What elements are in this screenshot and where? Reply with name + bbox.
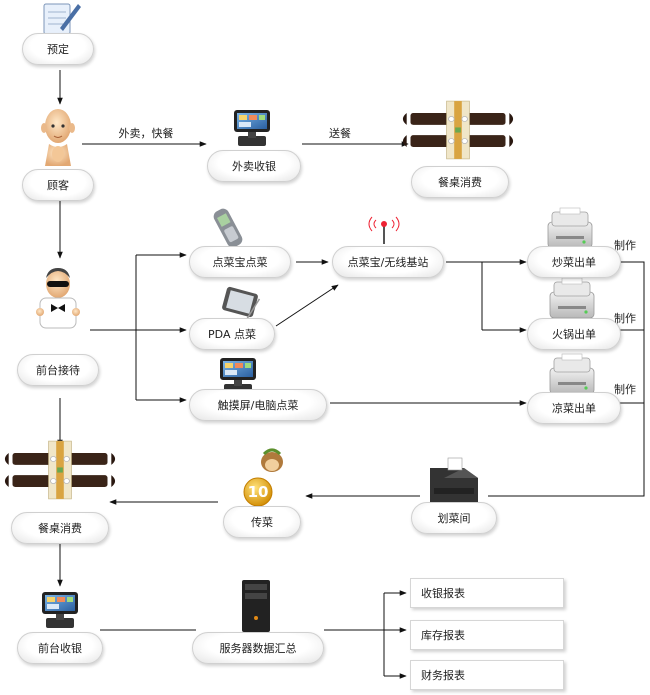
- dining-table-icon: [402, 100, 514, 160]
- edge-label-make-2: 制作: [614, 312, 636, 325]
- node-base-station[interactable]: 点菜宝/无线基站: [332, 246, 444, 278]
- dining-table-icon: [4, 440, 116, 500]
- node-pda-order[interactable]: PDA 点菜: [189, 318, 275, 350]
- server-tower-icon: [242, 580, 270, 632]
- report-inventory-label: 库存报表: [421, 629, 465, 642]
- node-touch-order[interactable]: 触摸屏/电脑点菜: [189, 389, 327, 421]
- node-stirfry-ticket-label: 炒菜出单: [552, 256, 596, 269]
- edge-label-delivery: 送餐: [329, 127, 351, 140]
- mobile-phone-icon: [213, 208, 243, 248]
- receipt-printer-icon: [549, 277, 595, 319]
- node-reserve-label: 预定: [47, 43, 69, 56]
- bald-man-icon: [41, 109, 75, 166]
- node-server-summary-label: 服务器数据汇总: [219, 642, 297, 655]
- node-hotpot-ticket[interactable]: 火锅出单: [527, 318, 621, 350]
- flow-connectors: [57, 70, 645, 679]
- edge-label-make-3: 制作: [614, 383, 636, 396]
- node-pda-order-label: PDA 点菜: [208, 328, 256, 341]
- node-front-desk-label: 前台接待: [36, 364, 80, 377]
- receipt-printer-icon: [549, 353, 595, 395]
- pos-terminal-icon: [42, 592, 78, 628]
- ticket-printer-icon: [430, 457, 478, 502]
- node-takeout-cashier-label: 外卖收银: [232, 160, 276, 173]
- node-hotpot-ticket-label: 火锅出单: [552, 328, 596, 341]
- node-customer[interactable]: 顾客: [22, 169, 94, 201]
- report-cashier-label: 收银报表: [421, 587, 465, 600]
- node-table-consume-top-label: 餐桌消费: [438, 176, 482, 189]
- node-reserve[interactable]: 预定: [22, 33, 94, 65]
- node-serve-food-label: 传菜: [251, 516, 273, 529]
- node-customer-label: 顾客: [47, 179, 69, 192]
- monkey-mascot-icon: [243, 448, 283, 507]
- node-front-desk[interactable]: 前台接待: [17, 354, 99, 386]
- node-cold-ticket-label: 凉菜出单: [552, 402, 596, 415]
- node-base-station-label: 点菜宝/无线基站: [347, 256, 429, 269]
- node-touch-order-label: 触摸屏/电脑点菜: [217, 399, 299, 412]
- node-stirfry-ticket[interactable]: 炒菜出单: [527, 246, 621, 278]
- node-table-consume-top[interactable]: 餐桌消费: [411, 166, 509, 198]
- node-dispatch-room-label: 划菜间: [437, 512, 471, 525]
- node-order-treasure[interactable]: 点菜宝点菜: [189, 246, 291, 278]
- node-server-summary[interactable]: 服务器数据汇总: [192, 632, 324, 664]
- notepad-pen-icon: [43, 3, 81, 35]
- node-table-consume-label: 餐桌消费: [38, 522, 82, 535]
- report-finance-label: 财务报表: [421, 669, 465, 682]
- node-takeout-cashier[interactable]: 外卖收银: [207, 150, 301, 182]
- antenna-icon: [368, 216, 400, 244]
- report-inventory[interactable]: 库存报表: [410, 620, 564, 650]
- edge-label-takeout-fast: 外卖，快餐: [118, 127, 174, 140]
- pos-terminal-icon: [234, 110, 270, 146]
- coin-number: 10: [247, 483, 269, 501]
- report-cashier[interactable]: 收银报表: [410, 578, 564, 608]
- waiter-icon: [36, 268, 80, 329]
- node-cold-ticket[interactable]: 凉菜出单: [527, 392, 621, 424]
- edge-label-make-1: 制作: [614, 239, 636, 252]
- receipt-printer-icon: [547, 207, 593, 249]
- node-table-consume[interactable]: 餐桌消费: [11, 512, 109, 544]
- node-serve-food[interactable]: 传菜: [223, 506, 301, 538]
- node-dispatch-room[interactable]: 划菜间: [411, 502, 497, 534]
- node-order-treasure-label: 点菜宝点菜: [212, 256, 268, 269]
- node-front-cashier[interactable]: 前台收银: [17, 632, 103, 664]
- node-front-cashier-label: 前台收银: [38, 642, 82, 655]
- report-finance[interactable]: 财务报表: [410, 660, 564, 690]
